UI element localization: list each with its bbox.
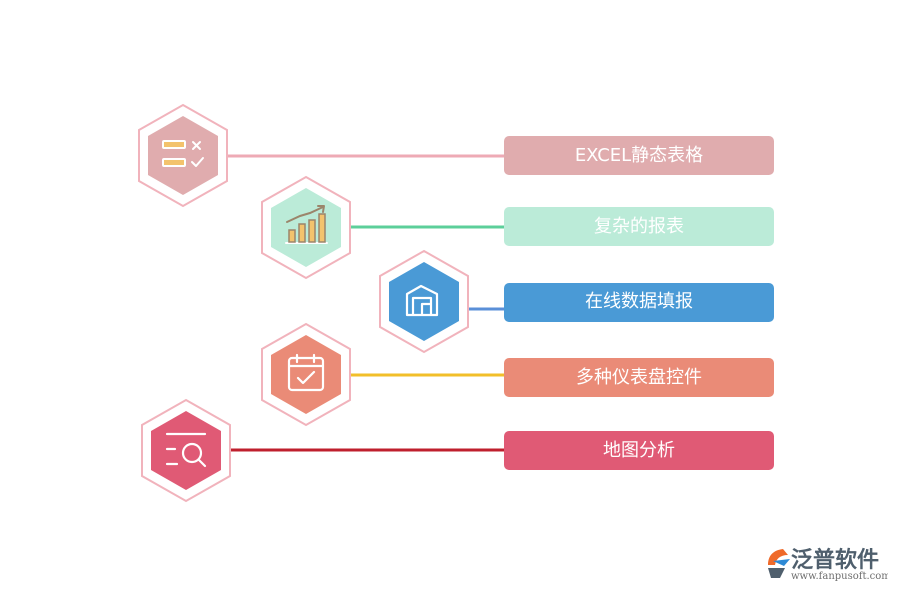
feature-hexagon-1 [138,103,228,208]
feature-hexagon-2 [261,175,351,280]
bar-chart-icon [285,205,328,244]
feature-hexagon-4 [261,322,351,427]
warehouse-icon [405,284,439,317]
feature-label-2: 复杂的报表 [594,216,684,237]
feature-label-1: EXCEL静态表格 [575,145,703,166]
fanpu-logo: 泛普软件 www.fanpusoft.com [768,547,888,582]
feature-box-1: EXCEL静态表格 [504,136,774,175]
feature-hexagon-5 [141,398,231,503]
calendar-check-icon [287,353,325,392]
feature-label-5: 地图分析 [603,440,675,461]
fanpu-logo-icon [768,549,790,578]
checklist-icon [162,140,204,167]
search-list-icon [165,432,207,468]
feature-hexagon-3 [379,249,469,354]
brand-url: www.fanpusoft.com [791,571,888,582]
feature-box-2: 复杂的报表 [504,207,774,246]
feature-label-3: 在线数据填报 [585,291,693,312]
feature-label-4: 多种仪表盘控件 [576,367,702,388]
feature-box-3: 在线数据填报 [504,283,774,322]
feature-box-5: 地图分析 [504,431,774,470]
feature-box-4: 多种仪表盘控件 [504,358,774,397]
brand-name: 泛普软件 [791,547,879,573]
